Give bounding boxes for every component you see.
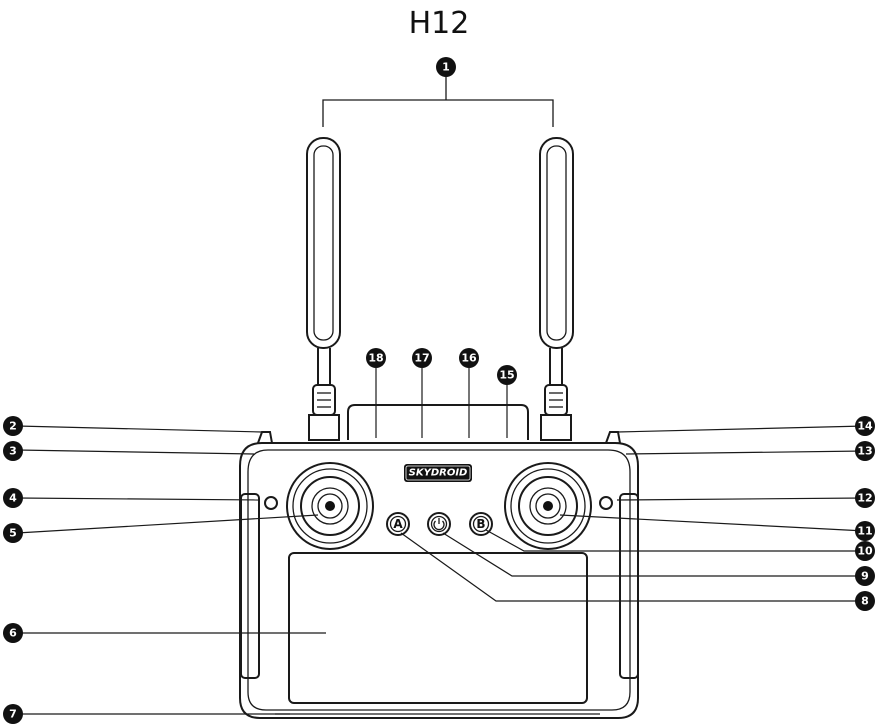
svg-text:8: 8 — [861, 595, 869, 608]
svg-text:16: 16 — [461, 352, 477, 365]
svg-text:1: 1 — [442, 61, 450, 74]
svg-text:6: 6 — [9, 627, 17, 640]
callout-5: 5 — [3, 523, 23, 543]
a-button[interactable]: A — [386, 512, 410, 536]
svg-text:18: 18 — [368, 352, 383, 365]
callout-15: 15 — [497, 365, 517, 385]
svg-text:5: 5 — [9, 527, 17, 540]
callout-7: 7 — [3, 704, 23, 724]
callout-10: 10 — [855, 541, 875, 561]
callout-16: 16 — [459, 348, 479, 368]
antenna-bracket — [322, 76, 554, 127]
svg-text:2: 2 — [9, 420, 17, 433]
callout-3: 3 — [3, 441, 23, 461]
callout-2: 2 — [3, 416, 23, 436]
svg-text:SKYDROID: SKYDROID — [409, 468, 468, 479]
callout-1: 1 — [436, 57, 456, 77]
left-joystick[interactable] — [286, 462, 374, 550]
right-indicator-light — [599, 496, 613, 510]
svg-text:3: 3 — [9, 445, 17, 458]
b-button[interactable]: B — [469, 512, 493, 536]
svg-text:A: A — [393, 517, 403, 531]
top-handle — [347, 404, 529, 440]
left-antenna — [306, 137, 341, 441]
svg-text:B: B — [476, 517, 485, 531]
svg-text:14: 14 — [857, 420, 873, 433]
callout-17: 17 — [412, 348, 432, 368]
left-indicator-light — [264, 496, 278, 510]
callout-8: 8 — [855, 591, 875, 611]
svg-text:15: 15 — [499, 369, 514, 382]
diagram-title: H12 — [408, 6, 470, 41]
svg-text:17: 17 — [414, 352, 429, 365]
svg-text:12: 12 — [857, 492, 872, 505]
callout-13: 13 — [855, 441, 875, 461]
svg-text:9: 9 — [861, 570, 869, 583]
callout-4: 4 — [3, 488, 23, 508]
svg-text:13: 13 — [857, 445, 872, 458]
skydroid-logo: SKYDROID — [404, 464, 472, 482]
svg-text:7: 7 — [9, 708, 17, 721]
callout-12: 12 — [855, 488, 875, 508]
callout-14: 14 — [855, 416, 875, 436]
power-button[interactable] — [427, 512, 451, 536]
power-icon — [433, 518, 445, 531]
svg-text:4: 4 — [9, 492, 17, 505]
callout-18: 18 — [366, 348, 386, 368]
callout-11: 11 — [855, 521, 875, 541]
right-joystick[interactable] — [504, 462, 592, 550]
svg-text:11: 11 — [857, 525, 872, 538]
callout-6: 6 — [3, 623, 23, 643]
display-screen[interactable] — [288, 552, 588, 704]
leader-lines — [16, 368, 866, 715]
callout-9: 9 — [855, 566, 875, 586]
svg-text:10: 10 — [857, 545, 873, 558]
right-antenna — [539, 137, 574, 441]
